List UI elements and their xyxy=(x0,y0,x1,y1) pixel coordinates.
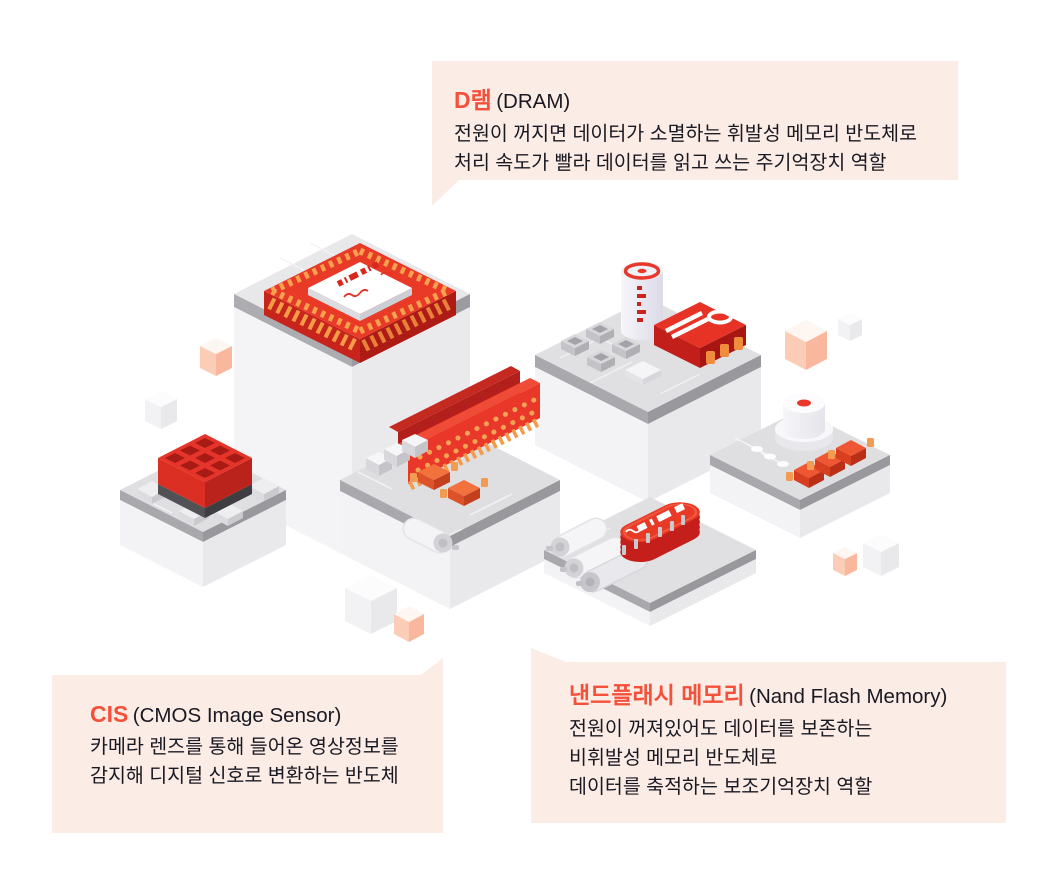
callout-nand-line: 데이터를 축적하는 보조기억장치 역할 xyxy=(569,776,873,798)
callout-cis-term: CIS xyxy=(90,701,129,727)
callout-nand-line: 전원이 꺼져있어도 데이터를 보존하는 xyxy=(569,718,873,740)
callout-cis-term-en: (CMOS Image Sensor) xyxy=(132,704,342,727)
callout-dram-term: D램 xyxy=(454,87,492,113)
smd-chip-icon xyxy=(561,322,640,372)
callout-nand-title: 낸드플래시 메모리 (Nand Flash Memory) xyxy=(569,676,968,710)
callout-nand-term-en: (Nand Flash Memory) xyxy=(749,685,948,708)
ram-module-platform-icon xyxy=(340,366,560,609)
callout-cis: CIS (CMOS Image Sensor) 카메라 렌즈를 통해 들어온 영… xyxy=(52,675,443,833)
nand-flash-platform-icon xyxy=(544,497,756,626)
capacitor-icon xyxy=(621,262,663,340)
orange-chip-icon xyxy=(786,438,874,488)
callout-nand: 낸드플래시 메모리 (Nand Flash Memory) 전원이 꺼져있어도 … xyxy=(531,662,1006,823)
callout-dram-title: D램 (DRAM) xyxy=(454,81,936,115)
callout-cis-line: 감지해 디지털 신호로 변환하는 반도체 xyxy=(90,765,399,787)
callout-cis-line: 카메라 렌즈를 통해 들어온 영상정보를 xyxy=(90,736,399,758)
red-ic-chip-icon xyxy=(654,302,746,368)
floating-cube-icon xyxy=(145,313,899,642)
smd-chip-icon xyxy=(366,434,428,476)
callout-dram-line: 처리 속도가 빨라 데이터를 읽고 쓰는 주기억장치 역할 xyxy=(454,152,887,174)
callout-dram-line: 전원이 꺼지면 데이터가 소멸하는 휘발성 메모리 반도체로 xyxy=(454,123,918,145)
lens-sensor-platform-icon xyxy=(710,393,890,538)
callout-nand-line: 비휘발성 메모리 반도체로 xyxy=(569,747,778,769)
capacitor-icon xyxy=(402,517,459,554)
callout-cis-title: CIS (CMOS Image Sensor) xyxy=(90,701,405,728)
nand-chip-icon xyxy=(620,502,700,562)
capacitor-icon xyxy=(546,517,649,593)
callout-dram: D램 (DRAM) 전원이 꺼지면 데이터가 소멸하는 휘발성 메모리 반도체로… xyxy=(432,61,958,180)
orange-chip-icon xyxy=(410,462,488,506)
callout-nand-term: 낸드플래시 메모리 xyxy=(569,682,745,708)
image-sensor-block-icon xyxy=(158,434,252,518)
callout-dram-term-en: (DRAM) xyxy=(496,90,571,113)
pcb-capacitor-platform-icon xyxy=(535,262,761,502)
lens-barrel-icon xyxy=(775,393,833,451)
dimm-module-icon xyxy=(389,366,543,491)
cis-sensor-platform-icon xyxy=(120,434,286,587)
